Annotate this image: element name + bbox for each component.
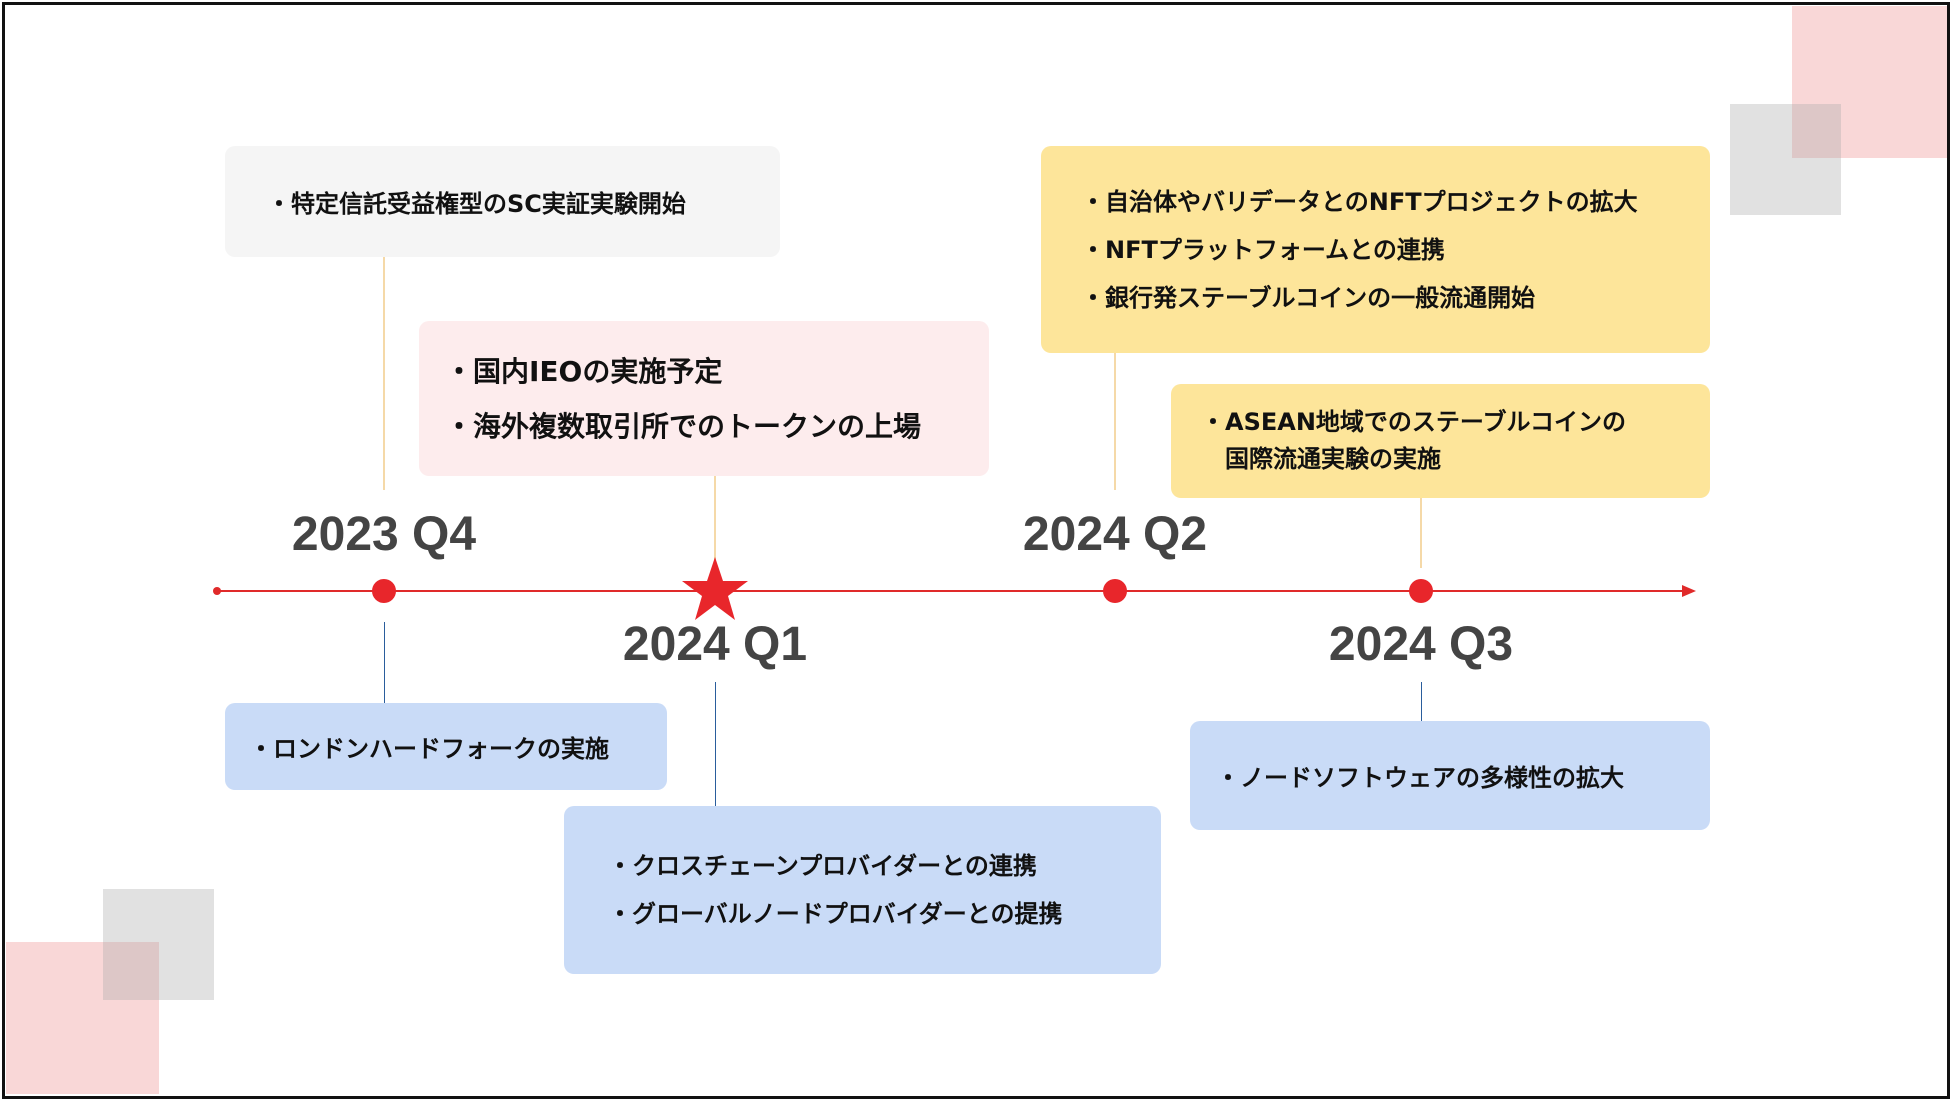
event-box-2023q4-bottom: ・ロンドンハードフォークの実施 bbox=[225, 703, 667, 790]
event-box-2024q3-bottom: ・ノードソフトウェアの多様性の拡大 bbox=[1190, 721, 1710, 830]
event-item: ・クロスチェーンプロバイダーとの連携 bbox=[608, 852, 1037, 880]
event-item: ・海外複数取引所でのトークンの上場 bbox=[445, 409, 922, 443]
event-item: ・グローバルノードプロバイダーとの提携 bbox=[608, 900, 1063, 928]
decor-square-gray-top bbox=[1730, 104, 1841, 215]
milestone-dot bbox=[372, 579, 396, 603]
timeline-arrow-icon bbox=[1682, 585, 1696, 597]
event-box-2024q1-bottom: ・クロスチェーンプロバイダーとの連携 ・グローバルノードプロバイダーとの提携 bbox=[564, 806, 1161, 974]
milestone-dot bbox=[1409, 579, 1433, 603]
event-box-2024q1-top: ・国内IEOの実施予定 ・海外複数取引所でのトークンの上場 bbox=[419, 321, 989, 476]
connector-line bbox=[1421, 682, 1422, 721]
milestone-label: 2023 Q4 bbox=[291, 508, 477, 561]
connector-line bbox=[1420, 498, 1422, 568]
star-icon bbox=[682, 557, 748, 620]
event-box-2024q3-top: ・ASEAN地域でのステーブルコインの 国際流通実験の実施 bbox=[1171, 384, 1710, 498]
decor-square-pink-top bbox=[1792, 6, 1947, 158]
connector-line bbox=[1114, 353, 1116, 490]
event-item: ・ASEAN地域でのステーブルコインの bbox=[1201, 408, 1626, 436]
connector-line bbox=[384, 622, 385, 703]
connector-line bbox=[714, 476, 716, 566]
event-item: ・NFTプラットフォームとの連携 bbox=[1081, 235, 1445, 264]
connector-line bbox=[383, 257, 385, 490]
event-item: ・自治体やバリデータとのNFTプロジェクトの拡大 bbox=[1081, 187, 1638, 216]
event-item: ・銀行発ステーブルコインの一般流通開始 bbox=[1081, 283, 1536, 312]
milestone-label: 2024 Q3 bbox=[1328, 618, 1514, 671]
event-box-2024q2-top: ・自治体やバリデータとのNFTプロジェクトの拡大 ・NFTプラットフォームとの連… bbox=[1041, 146, 1710, 353]
decor-square-gray-bottom bbox=[103, 889, 214, 1000]
event-box-2023q4-top: ・特定信託受益権型のSC実証実験開始 bbox=[225, 146, 780, 257]
connector-line bbox=[715, 682, 716, 806]
event-item: ・ノードソフトウェアの多様性の拡大 bbox=[1216, 764, 1624, 792]
milestone-dot bbox=[1103, 579, 1127, 603]
event-item: ・ロンドンハードフォークの実施 bbox=[249, 735, 609, 763]
milestone-label: 2024 Q1 bbox=[622, 618, 808, 671]
event-item: 国際流通実験の実施 bbox=[1201, 445, 1441, 473]
timeline-start-dot bbox=[213, 587, 221, 595]
event-item: ・特定信託受益権型のSC実証実験開始 bbox=[267, 190, 686, 218]
milestone-label: 2024 Q2 bbox=[1022, 508, 1208, 561]
decor-square-pink-bottom bbox=[6, 942, 159, 1094]
event-item: ・国内IEOの実施予定 bbox=[445, 354, 723, 388]
